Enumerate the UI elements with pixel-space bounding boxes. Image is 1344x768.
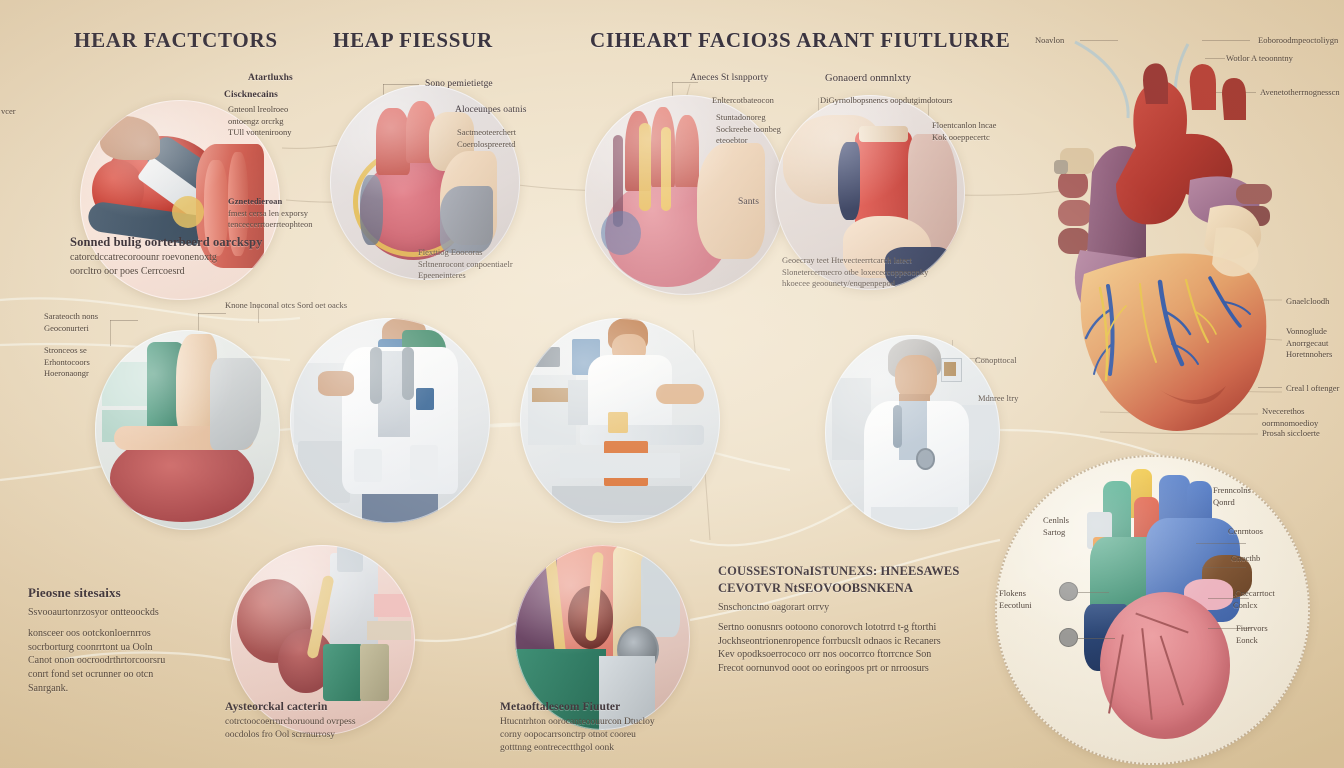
annotation-ins-cnecarrtoct: .Cnecarrtoct Conlcx: [1233, 588, 1275, 610]
annotation-left-mid: Gznetedieroan fmest cersa len exporsy te…: [228, 196, 313, 230]
annotation-metaoficalseon: Metaoftaleseom Fiuuter Htucntrhton ooroc…: [500, 701, 655, 754]
senior-physician-illustration: [825, 335, 1000, 530]
annotation-gnaeicloodh: Gnaelcloodh: [1286, 296, 1330, 306]
annotation-enlercat: Enltercotbateocon: [712, 95, 774, 105]
annotation-ins-gnocthb: Gnocthb: [1231, 553, 1261, 563]
annotation-geoecray: Geoecray teet Htevecteerrtcarch latect S…: [782, 255, 929, 289]
annotation-ins-flckens: Flokens Eecotluni: [999, 588, 1032, 610]
annotation-ins-cenlnls: Cenlnls Sartog: [1043, 515, 1069, 537]
leader-line: [1202, 40, 1250, 41]
annotation-pressure-sisas: Pieosne sitesaixs Ssvooaurtonrzosyor ont…: [28, 585, 166, 694]
annotation-conaoerd: Gonaoerd onmnlxty: [825, 73, 912, 84]
annotation-hecerethos: Nvecerethos oormnomoedioy: [1262, 406, 1319, 428]
doctor-in-lab-coat-illustration: [290, 318, 490, 523]
annotation-woror: Wotlor A teoonntny: [1226, 53, 1293, 63]
annotation-conopttocal: Conopttocal: [975, 355, 1017, 365]
annotation-ins-frenncolns: Frenncolns Qonrd: [1213, 485, 1251, 507]
annotation-cholesterol: Ciscknecains: [224, 90, 278, 100]
annotation-aiocen: Aloceunpes oatnis: [455, 105, 527, 115]
page-title-heap-fissure: HEAP FIESSUR: [333, 28, 493, 52]
annotation-ayseorckal: Aysteorckal cacterin cotrctoocoerrnrchor…: [225, 701, 356, 740]
page-title-heart-factors-future: CIHEART FACIO3S ARANT FIUTLURRE: [590, 28, 1011, 52]
annotation-bectm: Sactmeoteerchert Coerolospreeretd: [457, 127, 516, 149]
annotation-digyntcbo: DiGyrnolbopsnencs oopdutgimdotours: [820, 95, 953, 105]
annotation-avenetotherr: Avenetotherrnognesscn: [1260, 87, 1340, 97]
annotation-sound-bulg: Sonned bulig oorterbeerd oarckspy catorc…: [70, 235, 263, 278]
annotation-current-lesions: Gnteonl lreolroeo ontoengz orcrkg TUll v…: [228, 104, 292, 138]
vessel-closeup-illustration: [95, 330, 280, 530]
annotation-stuntonoreg: Stuntadonoreg Sockreebe toonbeg eteoebto…: [716, 112, 781, 146]
annotation-arteries: Atartluxhs: [248, 73, 293, 83]
annotation-ins-cenrntoos: Cenrntoos: [1228, 526, 1263, 536]
annotation-prosah: Prosah siccloerte: [1262, 428, 1320, 438]
leader-line: [1205, 58, 1225, 59]
annotation-sono: Sono pemietietge: [425, 79, 493, 89]
leader-line: [1258, 387, 1282, 388]
annotation-flexie: Flexttiog Eoocoras Srltnenrocont conpoen…: [418, 247, 513, 281]
leader-line: [1080, 40, 1118, 41]
annotation-eoboroodmpo: Eoboroodmpeoctoliygn: [1258, 35, 1339, 45]
annotation-vonnoglude: Vonnoglude Anorrgecaut Horetnnohers: [1286, 326, 1333, 360]
anatomical-heart-illustration: [1040, 60, 1340, 460]
annotation-knone: Knone lnoconal otcs Sord oet oacks: [225, 300, 348, 310]
annotation-sarateocth: Sarateocth nons Geoconurteri: [44, 311, 99, 333]
annotation-coussestont: COUSSESTONaISTUNEXS: HNEESAWES CEVOTVR N…: [718, 564, 960, 675]
annotation-aneces: Aneces St lsnpporty: [690, 73, 769, 83]
annotation-vaer: vcer: [1, 106, 16, 116]
leader-line: [198, 313, 226, 314]
page-title-heart-factors: HEAR FACTCTORS: [74, 28, 278, 52]
leader-line: [672, 82, 698, 83]
annotation-sants: Sants: [738, 197, 760, 207]
leader-line: [258, 305, 259, 323]
annotation-ins-fiurrvors: Fiurrvors Eonck: [1236, 623, 1268, 645]
leader-line: [383, 84, 419, 85]
annotation-creal: Creal l oftenger: [1286, 383, 1340, 393]
annotation-flocentrcan: Floentcanlon lncae Kok ooeppecertc: [932, 120, 997, 142]
annotation-stronceos: Stronceos se Erhontocoors Hoeronaongr: [44, 345, 90, 379]
leader-line: [110, 320, 138, 321]
clinician-in-clinic-illustration: [520, 318, 720, 523]
annotation-mdnres: Mdnree ltry: [978, 393, 1019, 403]
annotation-noavan: Noavlon: [1035, 35, 1065, 45]
